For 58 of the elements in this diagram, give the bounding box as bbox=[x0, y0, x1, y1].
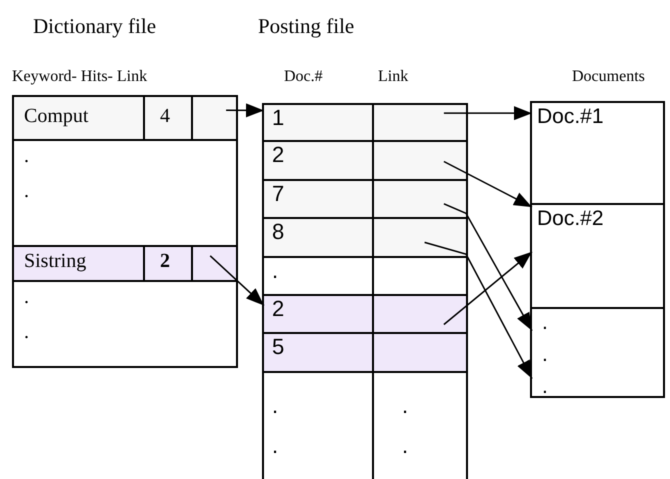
posting-table bbox=[262, 103, 468, 479]
arrow bbox=[444, 106, 532, 120]
keyword-text: Comput bbox=[24, 105, 88, 128]
file-heading: Posting file bbox=[258, 14, 354, 39]
document-label: Doc.#1 bbox=[537, 105, 604, 129]
ellipsis-dot: . bbox=[542, 311, 548, 335]
table-cell bbox=[14, 97, 145, 141]
column-heading: Documents bbox=[572, 68, 645, 86]
dictionary-table bbox=[12, 95, 238, 368]
ellipsis-dot: . bbox=[24, 286, 29, 309]
hits-number: 2 bbox=[160, 250, 170, 273]
table-cell bbox=[374, 296, 466, 334]
ellipsis-dot: . bbox=[542, 375, 548, 399]
table-cell bbox=[193, 97, 236, 141]
arrow bbox=[444, 203, 533, 332]
table-cell bbox=[374, 142, 466, 181]
table-cell bbox=[145, 97, 193, 141]
document-number: 2 bbox=[272, 296, 284, 322]
table-cell bbox=[264, 142, 374, 181]
table-cell bbox=[264, 296, 374, 334]
table-cell bbox=[374, 334, 466, 373]
table-cell bbox=[264, 105, 374, 142]
arrow bbox=[226, 103, 264, 118]
document-number: 8 bbox=[272, 219, 284, 245]
table-cell bbox=[374, 181, 466, 219]
document-number: 5 bbox=[272, 334, 284, 360]
ellipsis-dot: . bbox=[402, 433, 408, 459]
ellipsis-dot: . bbox=[402, 393, 408, 419]
table-cell bbox=[264, 181, 374, 219]
arrow bbox=[210, 255, 264, 306]
table-cell bbox=[145, 247, 193, 282]
file-heading: Dictionary file bbox=[33, 14, 156, 39]
ellipsis-dot: . bbox=[24, 180, 29, 203]
ellipsis-dot: . bbox=[272, 433, 278, 459]
arrow bbox=[424, 242, 533, 379]
column-heading: Doc.# bbox=[284, 68, 323, 86]
arrow bbox=[444, 160, 532, 208]
ellipsis-dot: . bbox=[272, 393, 278, 419]
table-cell bbox=[264, 334, 374, 373]
ellipsis-dot: . bbox=[272, 258, 278, 284]
arrow bbox=[443, 251, 532, 326]
documents-box bbox=[530, 101, 665, 398]
table-cell bbox=[374, 105, 466, 142]
ellipsis-dot: . bbox=[542, 343, 548, 367]
table-cell bbox=[374, 219, 466, 258]
document-number: 1 bbox=[272, 105, 284, 131]
document-label: Doc.#2 bbox=[537, 207, 604, 231]
hits-number: 4 bbox=[160, 105, 170, 128]
ellipsis-dot: . bbox=[24, 321, 29, 344]
table-cell bbox=[264, 219, 374, 258]
keyword-text: Sistring bbox=[24, 250, 86, 273]
document-number: 2 bbox=[272, 142, 284, 168]
table-cell bbox=[14, 247, 145, 282]
column-heading: Keyword- Hits- Link bbox=[12, 68, 148, 86]
column-heading: Link bbox=[378, 68, 408, 86]
table-cell bbox=[193, 247, 236, 282]
ellipsis-dot: . bbox=[24, 145, 29, 168]
document-number: 7 bbox=[272, 181, 284, 207]
